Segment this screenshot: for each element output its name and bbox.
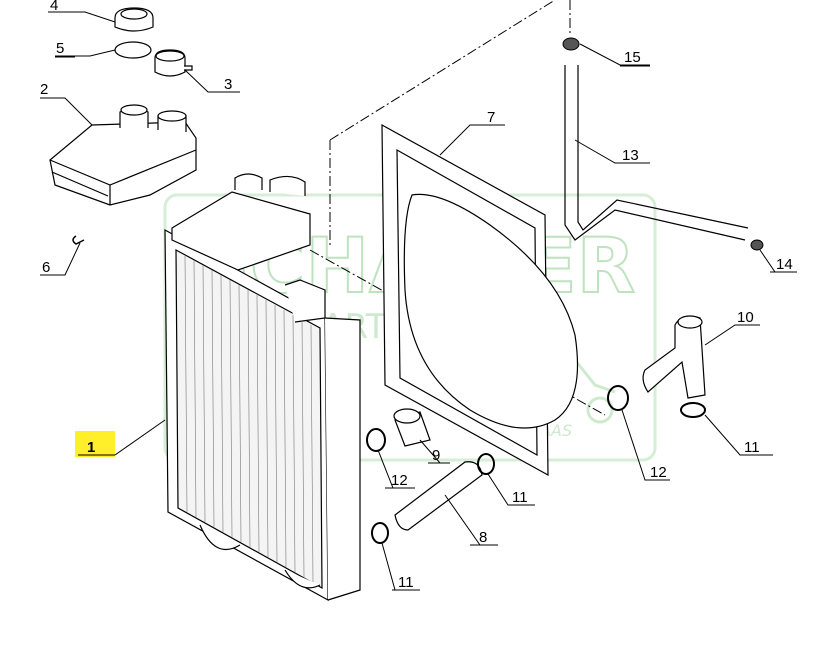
callout-10: 10 [737, 309, 754, 326]
part-6-clip [72, 235, 85, 245]
part-12-clamp-a [366, 428, 386, 452]
callout-3: 3 [224, 76, 232, 93]
part-15-clamp [562, 37, 580, 51]
part-11-clamp-b [371, 522, 389, 544]
callout-11-middle: 11 [512, 489, 528, 506]
part-13-pipe [564, 65, 749, 241]
part-14-clamp [750, 239, 764, 251]
callout-15: 15 [624, 49, 641, 66]
callout-5: 5 [56, 40, 64, 57]
callout-1: 1 [87, 439, 95, 456]
part-11-clamp-c [680, 402, 706, 418]
part-8-hose [394, 461, 483, 531]
callout-14: 14 [776, 256, 793, 273]
radiator-core-fins [184, 254, 314, 583]
callout-6: 6 [42, 259, 50, 276]
part-2-expansion-tank [49, 104, 197, 206]
callout-12-right: 12 [650, 464, 667, 481]
part-11-clamp-a [477, 453, 495, 475]
hose-clamps [366, 385, 706, 544]
part-3-cap [154, 49, 193, 77]
part-7-fan-shroud [381, 123, 579, 477]
callout-9: 9 [432, 447, 440, 464]
part-5-seal-ring [114, 41, 152, 59]
callout-7: 7 [487, 109, 495, 126]
callout-2: 2 [40, 81, 48, 98]
callout-13: 13 [622, 147, 639, 164]
callout-11-bottom: 11 [398, 574, 414, 591]
part-9-sleeve [393, 408, 431, 447]
callout-4: 4 [50, 0, 58, 14]
label-1-highlight [75, 431, 115, 457]
part-10-elbow-hose [642, 315, 706, 399]
part-4-cap [114, 7, 154, 32]
callout-12-left: 12 [391, 472, 408, 489]
label-underlines [40, 11, 797, 591]
callout-11-right: 11 [744, 439, 760, 456]
part-12-clamp-b [607, 385, 629, 411]
callout-labels: 1 2 3 4 5 6 7 8 9 10 11 11 11 12 12 13 1… [40, 0, 793, 591]
callout-8: 8 [479, 529, 487, 546]
